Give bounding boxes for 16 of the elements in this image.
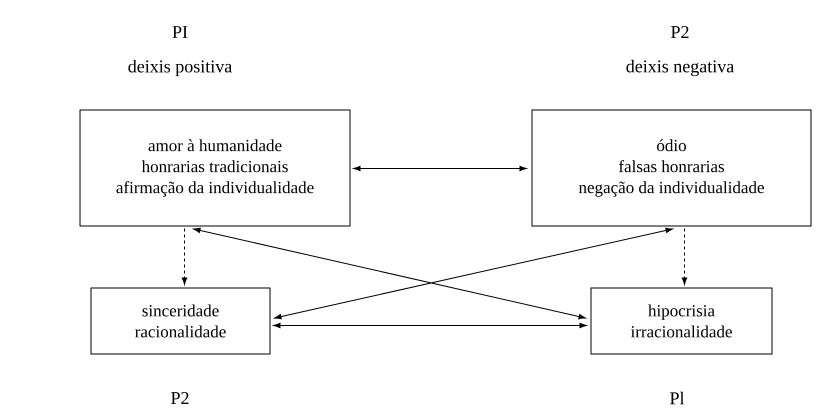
arrow: [193, 228, 586, 320]
pole-label: PI: [172, 26, 188, 38]
pole-label: deixis positiva: [128, 60, 232, 76]
arrow: [273, 322, 587, 328]
arrow: [274, 228, 673, 320]
arrow: [353, 166, 527, 172]
text-box: ódio falsas honrarias negação da individualidade: [532, 110, 812, 226]
arrow: [682, 228, 688, 285]
pole-label: P2: [671, 26, 689, 38]
pole-label: P2: [171, 392, 189, 404]
arrow: [182, 228, 188, 285]
pole-label: Pl: [670, 392, 684, 404]
pole-label: deixis negativa: [626, 60, 734, 76]
text-box: sinceridade racionalidade: [90, 288, 270, 354]
text-box: hipocrisia irracionalidade: [590, 288, 772, 354]
text-box: amor à humanidade honrarias tradicionais afirmação da individualidade: [80, 110, 350, 226]
